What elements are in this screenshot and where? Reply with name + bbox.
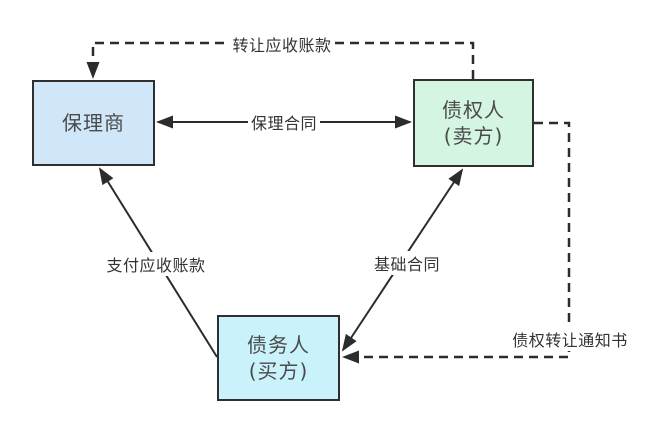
node-debtor-label: 债务人 xyxy=(247,333,310,357)
node-creditor-seller: 债权人 (卖方) xyxy=(413,79,534,167)
edge-label-base-contract: 基础合同 xyxy=(370,251,444,275)
node-creditor-label: 债权人 xyxy=(442,98,505,122)
edge-label-factoring-contract: 保理合同 xyxy=(247,110,321,134)
node-factor-label: 保理商 xyxy=(62,111,125,135)
node-debtor-buyer: 债务人 (买方) xyxy=(217,315,340,401)
edge-label-assignment-notice: 债权转让通知书 xyxy=(509,327,631,351)
edge-label-transfer-receivables: 转让应收账款 xyxy=(229,32,335,56)
node-debtor-sublabel: (买方) xyxy=(248,359,309,383)
node-creditor-sublabel: (卖方) xyxy=(443,124,504,148)
edge-label-pay-receivables: 支付应收账款 xyxy=(103,252,209,276)
node-factor: 保理商 xyxy=(32,80,155,166)
